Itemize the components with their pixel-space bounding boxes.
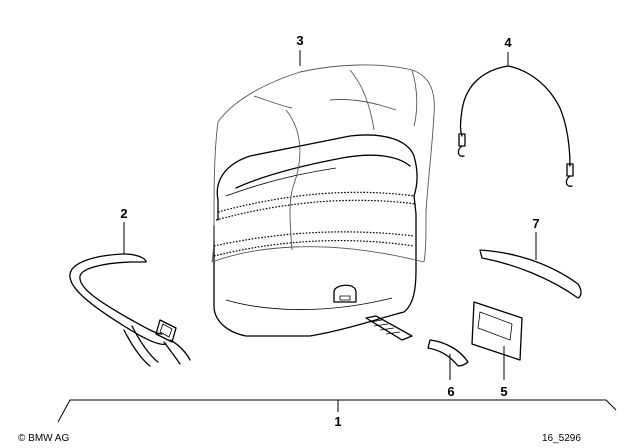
callout-2: 2: [120, 206, 127, 221]
small-pad[interactable]: [427, 339, 469, 367]
leader-lines: [57, 50, 617, 423]
copyright-text: © BMW AG: [18, 433, 69, 444]
strip-part-7[interactable]: [479, 249, 582, 299]
callout-7: 7: [532, 216, 539, 231]
strap-with-buckle[interactable]: [69, 253, 191, 367]
tank-bag[interactable]: [213, 134, 418, 341]
cable-with-hooks[interactable]: [457, 65, 574, 187]
callout-1: 1: [334, 414, 341, 429]
callout-3: 3: [296, 33, 303, 48]
label-card[interactable]: [471, 301, 523, 361]
rain-cover[interactable]: [211, 64, 435, 263]
callout-5: 5: [500, 384, 507, 399]
callout-4: 4: [504, 35, 512, 50]
diagram-id: 16_5296: [542, 433, 581, 444]
callout-6: 6: [447, 384, 454, 399]
